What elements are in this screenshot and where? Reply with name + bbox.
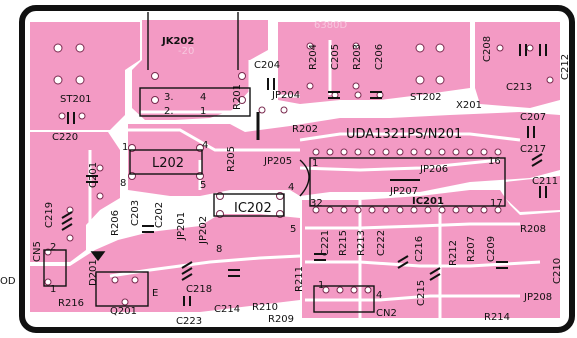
pin-cn5-2: 2: [50, 242, 56, 253]
ref-c204: C204: [254, 60, 280, 71]
pin-jk-4: 4: [200, 92, 206, 103]
ref-c221: C221: [320, 230, 331, 256]
pin-jk-2: 2.: [164, 106, 174, 117]
ref-r206: R206: [110, 210, 121, 236]
pin-l202-5: 5: [200, 180, 206, 191]
pin-l202-8: 8: [120, 178, 126, 189]
ref-r203: R203: [352, 44, 363, 70]
ref-r216: R216: [58, 298, 84, 309]
pin-ic202-4: 4: [288, 182, 294, 193]
ref-jp202: JP202: [198, 216, 209, 245]
ref-jp205: JP205: [263, 156, 292, 167]
ref-c218: C218: [186, 284, 212, 295]
ref-c220: C220: [52, 132, 78, 143]
ref-r207: R207: [466, 236, 477, 262]
pin-jk-1: 1: [200, 106, 206, 117]
pin-ic202-8: 8: [216, 244, 222, 255]
pin-ic201-1: 1: [312, 158, 318, 169]
ref-c208: C208: [482, 36, 493, 62]
electrolytic-hatches: [61, 153, 543, 281]
ref-c223: C223: [176, 316, 202, 327]
pin-cn2-1: 1: [318, 280, 324, 291]
board-code-sub: -20: [178, 46, 194, 57]
ref-c219: C219: [44, 202, 55, 228]
pin-ic201-32: 32: [310, 198, 323, 209]
silkscreen: [43, 12, 506, 313]
reference-labels: JK202 ST201 ST202 C220 C204 R204 C205 R2…: [32, 36, 571, 327]
ref-st202: ST202: [410, 92, 442, 103]
ref-q201: Q201: [110, 306, 137, 317]
pin-l202-1: 1: [122, 142, 128, 153]
pin-cn5-1: 1: [50, 284, 56, 295]
ref-r205: R205: [226, 146, 237, 172]
ic-main-label: UDA1321PS/N201: [346, 127, 462, 142]
ref-c222: C222: [376, 230, 387, 256]
ref-l202: L202: [152, 156, 184, 171]
ref-d201: D201: [88, 259, 99, 286]
ref-r211: R211: [294, 266, 305, 292]
ref-r202: R202: [292, 124, 318, 135]
ref-r213: R213: [356, 230, 367, 256]
ref-c216: C216: [414, 236, 425, 262]
pin-l202-4: 4: [202, 140, 208, 151]
ref-c206: C206: [374, 44, 385, 70]
ref-c212: C212: [560, 54, 571, 80]
ref-r209: R209: [268, 314, 294, 325]
pin-numbers: 3. 4 2. 1 1 4 8 5 4 5 8 1 16 17 32 1 4 2…: [50, 92, 503, 301]
ref-st201: ST201: [60, 94, 92, 105]
ref-r215: R215: [338, 230, 349, 256]
ref-cn2: CN2: [376, 308, 397, 319]
ref-c207: C207: [520, 112, 546, 123]
ref-c213: C213: [506, 82, 532, 93]
outside-left-label: OD: [0, 276, 16, 287]
ref-c210: C210: [552, 258, 563, 284]
ref-c217: C217: [520, 144, 546, 155]
ref-c205: C205: [330, 44, 341, 70]
ref-r210: R210: [252, 302, 278, 313]
ref-c215: C215: [416, 280, 427, 306]
ref-jp207: JP207: [389, 186, 418, 197]
ref-r201: R201: [232, 84, 243, 110]
ref-c203: C203: [130, 200, 141, 226]
ref-c214: C214: [214, 304, 240, 315]
ref-r214: R214: [484, 312, 510, 323]
pin-jk-3: 3.: [164, 92, 174, 103]
board-code: 6380D: [314, 20, 347, 31]
ref-c202: C202: [154, 202, 165, 228]
ref-jp201: JP201: [176, 212, 187, 241]
capacitor-marks: [67, 44, 547, 306]
pin-ic201-16: 16: [488, 156, 501, 167]
ref-cn5: CN5: [32, 241, 43, 262]
pin-ic201-17: 17: [490, 198, 503, 209]
ref-jp204: JP204: [271, 90, 300, 101]
ref-jp208: JP208: [523, 292, 552, 303]
pin-q-e: E: [152, 288, 158, 299]
ref-ic202: IC202: [234, 201, 272, 216]
ref-x201: X201: [456, 100, 482, 111]
pin-cn2-4: 4: [376, 290, 382, 301]
ref-r204: R204: [308, 44, 319, 70]
ref-r212: R212: [448, 240, 459, 266]
pin-ic202-5: 5: [290, 224, 296, 235]
ref-r208: R208: [520, 224, 546, 235]
ref-c201: C201: [88, 162, 99, 188]
ic201-label: IC201: [412, 196, 444, 207]
ic201-pins: [312, 148, 502, 214]
ref-jp206: JP206: [419, 164, 448, 175]
ref-c211: C211: [532, 176, 558, 187]
ref-c209: C209: [486, 236, 497, 262]
ref-jk202: JK202: [161, 36, 194, 47]
